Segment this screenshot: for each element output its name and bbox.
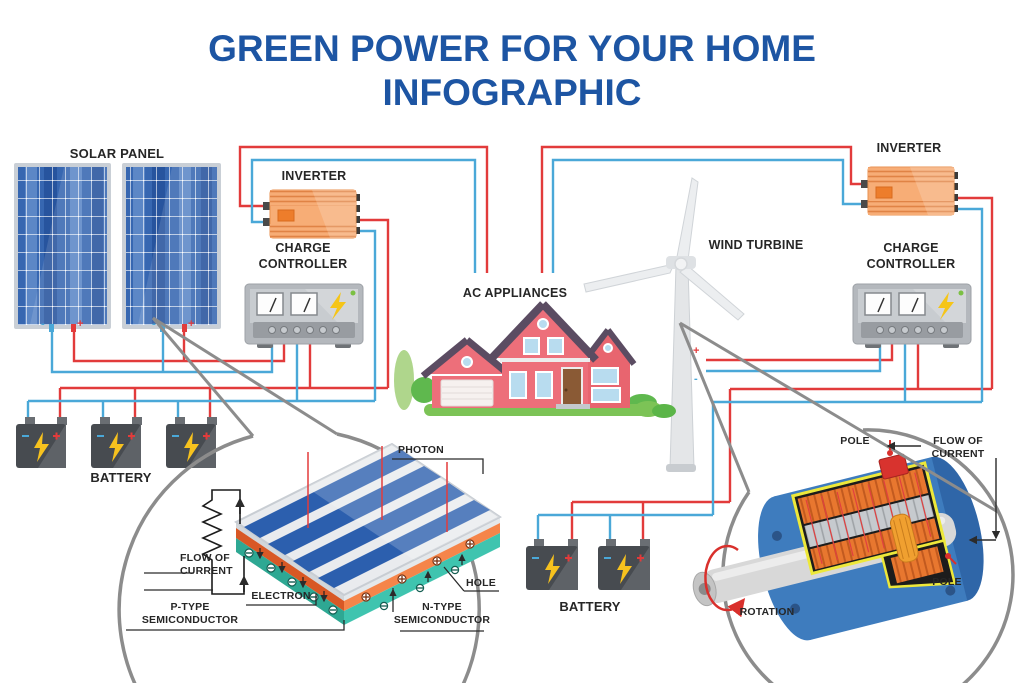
front-door [561,367,583,409]
n-type-label: N-TYPE SEMICONDUCTOR [393,601,491,627]
brush-block [878,453,909,480]
solar-cell-detail-illustration [126,442,502,632]
lightning-bolt-icon [34,432,49,462]
inverter-left-label: INVERTER [281,169,347,183]
inverter-right-label: INVERTER [876,141,942,155]
rotation-label: ROTATION [739,606,795,618]
lightning-bolt-icon [330,292,346,320]
panel2-plus-mark: + [188,318,195,330]
photon-rays [307,446,448,532]
flow-of-current-solar-label: FLOW OF CURRENT [180,552,233,578]
tree-icon [394,350,414,410]
solar-panel-label: SOLAR PANEL [69,146,165,161]
electron-label: ELECTRON [251,590,311,602]
meter-icon [290,292,318,316]
flow-of-current-generator-label: FLOW OF CURRENT [931,435,985,461]
panel1-plus-mark: + [77,318,84,330]
lightning-bolt-icon [938,292,954,320]
inverter-display [875,186,893,199]
inverter-display [277,209,295,222]
inverter-left-illustration [263,189,360,239]
photon-label: PHOTON [398,444,444,456]
pole-bottom-label: POLE [932,576,962,588]
solar-panel-illustration [14,163,221,332]
meter-icon [898,292,926,316]
ac-appliances-label: AC APPLIANCES [462,286,568,300]
house-illustration [394,301,657,416]
charge-controller-right-illustration [852,283,972,348]
generator-detail-illustration [692,453,984,641]
battery-icon [598,539,650,590]
pole-top-label: POLE [840,435,870,447]
panel1-minus-mark: - [41,318,45,330]
lightning-bolt-icon [617,554,632,584]
solar-detail-pointer [152,316,338,436]
led-indicator [958,290,964,296]
generator-detail-pointer [678,322,751,493]
wind-turbine-label: WIND TURBINE [708,238,804,252]
wind-turbine-illustration [583,177,745,472]
lightning-bolt-icon [545,554,560,584]
title-line2: INFOGRAPHIC [382,72,642,113]
led-indicator [350,290,356,296]
wind-minus-mark: - [694,373,698,385]
solar-panel-1 [14,163,111,332]
wiring-blue [26,158,984,540]
battery-bank-center-illustration [526,539,650,590]
battery-left-label: BATTERY [90,470,152,485]
pole-pin-top [887,450,893,456]
wind-plus-mark: + [693,345,700,357]
battery-icon [91,417,142,468]
meter-icon [256,292,284,316]
lightning-bolt-icon [109,432,124,462]
inverter-right-illustration [861,166,958,216]
meter-icon [864,292,892,316]
rotation-arrow [704,544,746,618]
turbine-hub [674,257,688,271]
battery-bank-left-illustration [16,417,217,468]
battery-icon [526,539,578,590]
lightning-bolt-icon [184,432,199,462]
battery-center-label: BATTERY [559,599,621,614]
hole-label: HOLE [466,577,496,589]
tree-icon [411,377,437,403]
callout-lines [126,458,499,632]
battery-icon [16,417,67,468]
circuit-resistor [201,489,249,595]
charge-controller-left-illustration [244,283,364,348]
solar-panel-2 [122,163,221,332]
solar-detail-pointer [151,317,255,437]
generator-detail-pointer [679,321,999,514]
battery-icon [166,417,217,468]
panel2-minus-mark: - [152,318,156,330]
charge-controller-right-label: CHARGE CONTROLLER [866,241,956,271]
charge-controller-left-label: CHARGE CONTROLLER [258,241,348,271]
p-type-label: P-TYPE SEMICONDUCTOR [141,601,239,627]
generator-annotations [704,440,1001,618]
turbine-blade [675,177,699,263]
stator-coils [797,467,929,525]
turbine-blade [583,263,675,293]
hole-symbols [361,539,475,611]
title-line1: GREEN POWER FOR YOUR HOME [208,28,816,69]
